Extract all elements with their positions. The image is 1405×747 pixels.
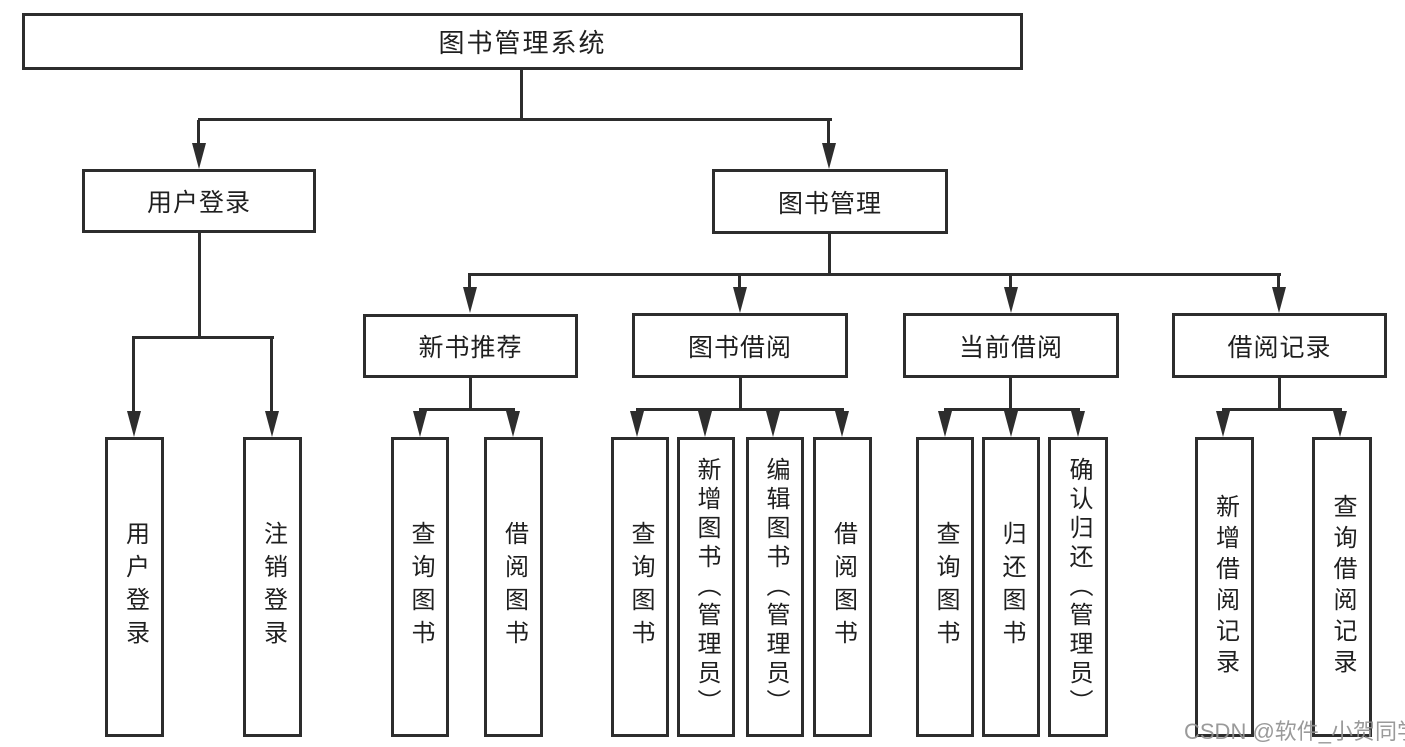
node-new-book-recommend-label: 新书推荐	[418, 334, 523, 362]
leaf-confirm-return-admin: 确认归还（管理员）	[1048, 437, 1108, 737]
connector-current-hline	[944, 408, 1080, 411]
leaf-borrow-books-recommend: 借阅图书	[484, 437, 543, 737]
connector-borrow-stem	[739, 377, 742, 408]
arrow-to-new-book-recommend	[463, 275, 477, 313]
node-current-borrow-label: 当前借阅	[958, 333, 1063, 362]
connector-book-management-stem	[828, 233, 831, 274]
leaf-add-book-admin: 新增图书（管理员）	[677, 437, 735, 737]
connector-records-hline	[1222, 408, 1342, 411]
arrow-borrow-borrow	[835, 411, 849, 437]
node-borrow-records-label: 借阅记录	[1227, 333, 1332, 362]
leaf-logout: 注销登录	[243, 437, 302, 737]
arrow-current-return	[1004, 411, 1018, 437]
connector-level3-hline	[468, 273, 1281, 276]
leaf-borrow-books: 借阅图书	[813, 437, 872, 737]
arrow-recommend-query	[413, 411, 427, 437]
connector-level2-hline	[198, 118, 832, 121]
connector-user-login-hline	[133, 336, 274, 339]
connector-borrow-hline	[636, 408, 844, 411]
arrow-recommend-borrow	[506, 411, 520, 437]
connector-root-stem	[520, 69, 523, 118]
node-user-login-label: 用户登录	[146, 189, 251, 217]
connector-records-stem	[1278, 377, 1281, 408]
arrow-borrow-add	[698, 411, 712, 437]
arrow-to-user-login	[192, 120, 206, 169]
arrow-to-book-borrow	[733, 275, 747, 313]
arrow-records-query	[1333, 411, 1347, 437]
leaf-query-books-recommend: 查询图书	[391, 437, 449, 737]
arrow-current-query	[938, 411, 952, 437]
node-book-management-label: 图书管理	[777, 189, 882, 218]
arrow-current-confirm	[1071, 411, 1085, 437]
arrow-borrow-edit	[766, 411, 780, 437]
connector-user-login-stem	[198, 232, 201, 336]
arrow-to-leaf-user-login	[127, 336, 141, 437]
arrow-to-borrow-records	[1272, 275, 1286, 313]
leaf-edit-book-admin: 编辑图书（管理员）	[746, 437, 804, 737]
node-new-book-recommend: 新书推荐	[363, 314, 578, 378]
node-book-borrow: 图书借阅	[632, 313, 848, 378]
node-user-login: 用户登录	[82, 169, 316, 233]
connector-current-stem	[1009, 377, 1012, 408]
node-book-management: 图书管理	[712, 169, 948, 234]
node-borrow-records: 借阅记录	[1172, 313, 1387, 378]
node-book-borrow-label: 图书借阅	[687, 333, 792, 362]
arrow-borrow-query	[630, 411, 644, 437]
node-system-label: 图书管理系统	[438, 28, 607, 58]
arrow-to-leaf-logout	[265, 336, 279, 437]
leaf-query-books-borrow: 查询图书	[611, 437, 669, 737]
leaf-query-borrow-record: 查询借阅记录	[1312, 437, 1372, 737]
csdn-watermark: CSDN @软件_小贺同学	[1184, 719, 1405, 744]
leaf-add-borrow-record: 新增借阅记录	[1195, 437, 1254, 737]
leaf-user-login: 用户登录	[105, 437, 164, 737]
leaf-return-book: 归还图书	[982, 437, 1040, 737]
node-system: 图书管理系统	[22, 13, 1023, 70]
connector-recommend-stem	[469, 377, 472, 408]
node-current-borrow: 当前借阅	[903, 313, 1119, 378]
connector-recommend-hline	[419, 408, 515, 411]
arrow-to-book-management	[822, 120, 836, 169]
leaf-query-books-current: 查询图书	[916, 437, 974, 737]
arrow-to-current-borrow	[1004, 275, 1018, 313]
arrow-records-add	[1216, 411, 1230, 437]
